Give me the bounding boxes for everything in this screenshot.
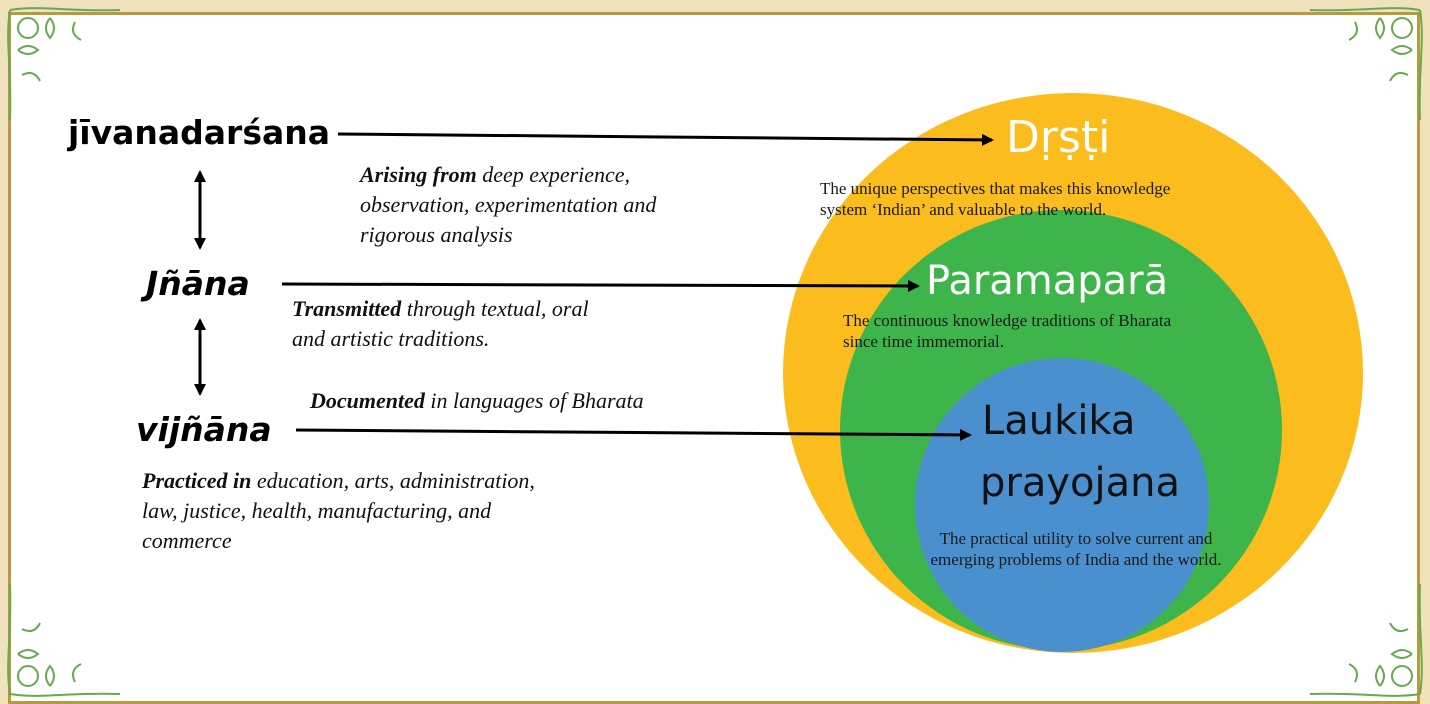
corner-ornament-icon (7, 7, 121, 121)
desc-practiced-line3: commerce (142, 528, 232, 553)
desc-practiced-line1: education, arts, administration, (251, 468, 535, 493)
arrow-vijnana-to-laukika (295, 428, 972, 441)
drsti-text-line1: The unique perspectives that makes this … (820, 179, 1171, 198)
paramapara-text-line2: since time immemorial. (843, 332, 1004, 351)
desc-transmitted-line2: and artistic traditions. (292, 326, 490, 351)
laukika-title-line2: prayojana (980, 460, 1180, 506)
drsti-text: The unique perspectives that makes this … (820, 178, 1340, 220)
laukika-circle (915, 358, 1209, 652)
term-jivanadarshana: jīvanadarśana (68, 113, 331, 152)
paramapara-title: Paramaparā (926, 258, 1169, 304)
laukika-text-line1: The practical utility to solve current a… (939, 529, 1213, 548)
desc-arising-bold: Arising from (360, 162, 477, 187)
desc-practiced: Practiced in education, arts, administra… (142, 466, 662, 556)
drsti-title: Dṛṣṭi (1006, 112, 1111, 163)
term-jnana: Jñāna (146, 264, 250, 303)
arrow-jivanadarshana-to-drsti (337, 132, 994, 146)
desc-arising-line2: observation, experimentation and (360, 192, 657, 217)
desc-practiced-bold: Practiced in (142, 468, 252, 493)
laukika-text: The practical utility to solve current a… (866, 528, 1286, 570)
laukika-title-line1: Laukika (982, 398, 1136, 444)
desc-transmitted-line1: through textual, oral (401, 296, 589, 321)
desc-documented-bold: Documented (310, 388, 425, 413)
corner-ornament-icon (1309, 7, 1423, 121)
desc-arising-line1: deep experience, (476, 162, 631, 187)
desc-documented: Documented in languages of Bharata (310, 386, 770, 416)
corner-ornament-icon (7, 583, 121, 697)
paramapara-text-line1: The continuous knowledge traditions of B… (843, 311, 1172, 330)
drsti-text-line2: system ‘Indian’ and valuable to the worl… (820, 200, 1107, 219)
paramapara-text: The continuous knowledge traditions of B… (843, 310, 1303, 352)
arrow-jnana-to-paramapara (281, 279, 920, 292)
laukika-text-line2: emerging problems of India and the world… (930, 550, 1222, 569)
desc-transmitted: Transmitted through textual, oral and ar… (292, 294, 712, 354)
term-vijnana: vijñāna (136, 410, 272, 449)
desc-documented-line1: in languages of Bharata (424, 388, 644, 413)
corner-ornament-icon (1309, 583, 1423, 697)
desc-arising-line3: rigorous analysis (360, 222, 513, 247)
desc-arising: Arising from deep experience, observatio… (360, 160, 780, 250)
desc-transmitted-bold: Transmitted (292, 296, 402, 321)
desc-practiced-line2: law, justice, health, manufacturing, and (142, 498, 492, 523)
